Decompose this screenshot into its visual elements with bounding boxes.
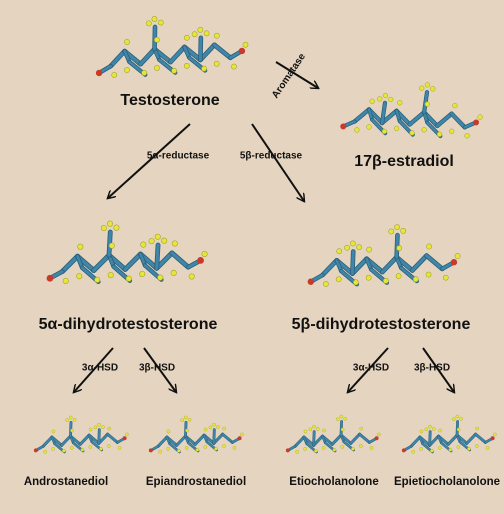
3a-hsd-left-label: 3α-HSD xyxy=(81,362,119,374)
estradiol-structure xyxy=(340,82,483,139)
epietiocholanolone-structure xyxy=(401,414,497,454)
arrow-aromatase xyxy=(275,61,318,88)
5a-reductase-label: 5α-reductase xyxy=(146,150,210,162)
dht-alpha-structure xyxy=(46,220,208,285)
dht-beta-structure xyxy=(307,224,461,287)
arrow-5a-reductase xyxy=(108,123,191,198)
testosterone-label: Testosterone xyxy=(120,92,220,109)
3a-hsd-right-label: 3α-HSD xyxy=(352,362,390,374)
androstanediol-label: Androstanediol xyxy=(23,476,109,488)
epiandrostanediol-label: Epiandrostanediol xyxy=(145,476,247,488)
arrow-3a-hsd-right xyxy=(348,347,389,392)
arrow-3b-hsd-right xyxy=(422,347,454,392)
3b-hsd-right-label: 3β-HSD xyxy=(413,362,451,374)
arrow-3b-hsd-left xyxy=(143,347,176,392)
dht-beta-label: 5β-dihydrotestosterone xyxy=(291,316,471,333)
arrow-3a-hsd-left xyxy=(74,347,114,392)
epiandrostanediol-structure xyxy=(148,415,244,454)
testosterone-structure xyxy=(95,16,249,78)
dht-alpha-label: 5α-dihydrotestosterone xyxy=(38,316,218,333)
estradiol-label: 17β-estradiol xyxy=(354,153,454,170)
androstanediol-structure xyxy=(33,415,129,454)
epietiocholanolone-label: Epietiocholanolone xyxy=(393,476,501,488)
arrow-5b-reductase xyxy=(251,123,304,201)
etiocholanolone-structure xyxy=(285,414,381,454)
etiocholanolone-label: Etiocholanolone xyxy=(289,476,379,488)
5b-reductase-label: 5β-reductase xyxy=(239,150,303,162)
3b-hsd-left-label: 3β-HSD xyxy=(138,362,176,374)
